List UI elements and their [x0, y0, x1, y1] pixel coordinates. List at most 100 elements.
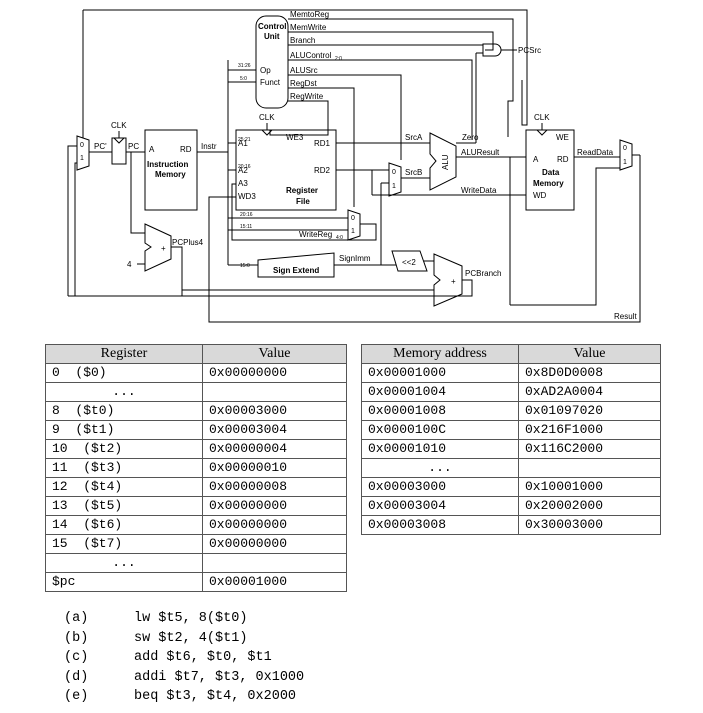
- instruction-memory: [144, 129, 198, 211]
- value-col-header: Value: [202, 344, 347, 364]
- result-mux: [619, 139, 633, 171]
- bits-rt2: 20:16: [240, 212, 253, 218]
- rf-a3: A3: [238, 179, 248, 188]
- srcb-label: SrcB: [405, 168, 422, 177]
- memory-address-col-header: Memory address: [361, 344, 519, 364]
- dmem-line1: Data: [542, 168, 560, 177]
- memory-address: 0x00001004: [361, 382, 519, 402]
- table-row: 9 ($t1)0x00003004: [45, 420, 347, 440]
- register-value: 0x00000000: [202, 515, 347, 535]
- list-item: (a)lw $t5, 8($t0): [64, 611, 304, 631]
- zero-label: Zero: [462, 133, 479, 142]
- register-ellipsis: ...: [45, 382, 203, 402]
- instruction-code: add $t6, $t0, $t1: [134, 650, 272, 665]
- data-memory: [525, 129, 575, 211]
- memory-address: 0x00003004: [361, 496, 519, 516]
- instruction-label: (d): [64, 669, 89, 685]
- register-value: 0x00000008: [202, 477, 347, 497]
- instruction-code: sw $t2, 4($t1): [134, 630, 248, 646]
- register-value: 0x00000004: [202, 439, 347, 459]
- readdata-label: ReadData: [577, 148, 614, 157]
- writereg-mux-in1: 1: [351, 228, 355, 235]
- memory-value: 0xAD2A0004: [518, 382, 661, 402]
- table-row: ...: [45, 553, 347, 573]
- pcplus4-plus: +: [161, 244, 166, 253]
- imem-line2: Memory: [155, 170, 186, 179]
- memory-value: 0x8D0D0008: [518, 363, 661, 383]
- alu-label: ALU: [441, 154, 450, 170]
- rf-rd2: RD2: [314, 166, 331, 175]
- sign-extend-label: Sign Extend: [273, 266, 319, 275]
- shift-left-2: [391, 250, 428, 272]
- result-label: Result: [614, 312, 637, 321]
- register-name: 15 ($t7): [45, 534, 203, 554]
- pcbranch-label: PCBranch: [465, 269, 501, 278]
- instruction-label: (e): [64, 689, 89, 704]
- rf-a1: A1: [238, 139, 248, 148]
- dmem-wd: WD: [533, 191, 547, 200]
- clk-pc: CLK: [111, 121, 127, 130]
- register-value: 0x00000010: [202, 458, 347, 478]
- instruction-list: (a)lw $t5, 8($t0) (b)sw $t2, 4($t1) (c)a…: [64, 611, 304, 709]
- register-value: 0x00003004: [202, 420, 347, 440]
- signal-memwrite: MemWrite: [290, 23, 327, 32]
- pc-label: PC: [128, 142, 139, 151]
- table-row: 14 ($t6)0x00000000: [45, 515, 347, 535]
- clk-regfile: CLK: [259, 113, 275, 122]
- memory-value: 0x30003000: [518, 515, 661, 535]
- instruction-code: addi $t7, $t3, 0x1000: [134, 669, 305, 685]
- memory-address: 0x00001000: [361, 363, 519, 383]
- pcplus4-label: PCPlus4: [172, 238, 204, 247]
- memory-value: 0x116C2000: [518, 439, 661, 459]
- register-value: 0x00003000: [202, 401, 347, 421]
- alu: [429, 132, 457, 191]
- control-unit-line2: Unit: [264, 32, 280, 41]
- pc-register: [111, 137, 127, 165]
- signal-regdst: RegDst: [290, 79, 317, 88]
- bits-imm: 15:0: [240, 263, 250, 269]
- pcbranch-plus: +: [451, 277, 456, 286]
- bits-rs: 25:21: [238, 137, 251, 143]
- register-name: 8 ($t0): [45, 401, 203, 421]
- instruction-label: (b): [64, 630, 89, 646]
- table-row: 10 ($t2)0x00000004: [45, 439, 347, 459]
- pc-prime-label: PC': [94, 142, 107, 151]
- rf-line2: File: [296, 197, 310, 206]
- dmem-a: A: [533, 155, 539, 164]
- writereg-label: WriteReg: [299, 230, 332, 239]
- signal-branch: Branch: [290, 36, 315, 45]
- table-row: 0 ($0)0x00000000: [45, 363, 347, 383]
- register-name: 11 ($t3): [45, 458, 203, 478]
- pcbranch-adder: [433, 253, 463, 307]
- table-row: 8 ($t0)0x00003000: [45, 401, 347, 421]
- register-name: 13 ($t5): [45, 496, 203, 516]
- register-name: 12 ($t4): [45, 477, 203, 497]
- table-row: ...: [45, 382, 347, 402]
- signal-alucontrol-sub: 2:0: [335, 56, 342, 62]
- srcb-mux-in0: 0: [392, 169, 396, 176]
- control-funct-label: Funct: [260, 78, 281, 87]
- memory-address: 0x0000100C: [361, 420, 519, 440]
- rf-we3: WE3: [286, 133, 304, 142]
- control-unit-line1: Control: [258, 22, 286, 31]
- pc-mux: [76, 135, 90, 171]
- memory-value: 0x01097020: [518, 401, 661, 421]
- memory-address: 0x00003008: [361, 515, 519, 535]
- table-row: ...: [361, 458, 661, 478]
- writedata-label: WriteData: [461, 186, 497, 195]
- control-unit: [255, 15, 289, 109]
- result-mux-in0: 0: [623, 145, 627, 152]
- signal-alucontrol: ALUControl: [290, 51, 332, 60]
- op-bits: 31:26: [238, 63, 251, 69]
- instruction-code: lw $t5, 8($t0): [134, 611, 248, 626]
- memory-address: 0x00001008: [361, 401, 519, 421]
- four-label: 4: [127, 260, 132, 269]
- register-name: 0 ($0): [45, 363, 203, 383]
- signal-regwrite: RegWrite: [290, 92, 324, 101]
- writereg-sub: 4:0: [336, 235, 343, 241]
- table-row: 11 ($t3)0x00000010: [45, 458, 347, 478]
